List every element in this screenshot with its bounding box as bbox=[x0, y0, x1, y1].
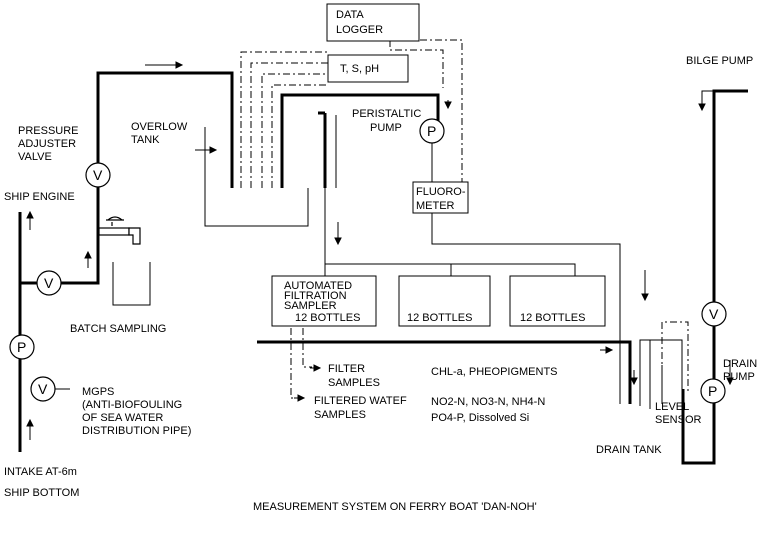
fluorometer-box bbox=[412, 181, 469, 214]
svg-text:V: V bbox=[93, 167, 103, 183]
data-logger-label-2: LOGGER bbox=[336, 24, 383, 36]
level-sensor-label-2: SENSOR bbox=[655, 414, 702, 426]
chl-label: CHL-a, PHEOPIGMENTS bbox=[431, 366, 558, 378]
sampler-feed-line bbox=[324, 188, 576, 278]
data-logger-label-1: DATA bbox=[336, 9, 364, 21]
filter-samples-label-2: SAMPLES bbox=[328, 377, 380, 389]
drain-tank-label: DRAIN TANK bbox=[596, 444, 662, 456]
filter-samples-label-1: FILTER bbox=[328, 363, 365, 375]
drain-tank bbox=[639, 339, 683, 409]
pump-drain: P bbox=[700, 378, 726, 404]
ship-engine-label: SHIP ENGINE bbox=[4, 191, 75, 203]
automated-sampler-box bbox=[271, 275, 377, 327]
drain-pump-pipe bbox=[681, 89, 748, 465]
level-sensor-label-1: LEVEL bbox=[655, 401, 689, 413]
intake-label: INTAKE AT-6m bbox=[4, 466, 77, 478]
filtered-water-line bbox=[302, 328, 312, 368]
filter-sample-line bbox=[290, 328, 303, 399]
diagram-title: MEASUREMENT SYSTEM ON FERRY BOAT 'DAN-NO… bbox=[253, 501, 537, 513]
mgps-label-2: (ANTI-BIOFOULING bbox=[82, 399, 182, 411]
pressure-label-1: PRESSURE bbox=[18, 125, 79, 137]
pressure-label-2: ADJUSTER bbox=[18, 138, 76, 150]
drain-pump-label-1: DRAIN bbox=[723, 358, 757, 370]
valve-mgps: V bbox=[30, 376, 56, 402]
bottles-box-2 bbox=[398, 275, 491, 327]
fluorometer-label-1: FLUORO- bbox=[416, 186, 466, 198]
data-logger-box bbox=[326, 3, 420, 42]
sampler-label-1: AUTOMATED bbox=[284, 280, 352, 292]
bottles-box-3 bbox=[509, 275, 606, 327]
tsph-label: T, S, pH bbox=[340, 63, 379, 75]
tsph-sensor-box bbox=[327, 54, 409, 83]
pump-peristaltic: P bbox=[419, 118, 445, 144]
fluorometer-outlet bbox=[431, 213, 621, 404]
batch-branch-pipe bbox=[20, 222, 100, 285]
bottles-label-2: 12 BOTTLES bbox=[407, 312, 472, 324]
valve-drain: V bbox=[701, 301, 727, 327]
overflow-label-1: OVERLOW bbox=[131, 121, 188, 133]
logger-signal-2 bbox=[389, 40, 444, 88]
supply-pipe bbox=[96, 71, 234, 222]
level-sensor-signal bbox=[661, 321, 689, 404]
filtered-water-label-2: SAMPLES bbox=[314, 409, 366, 421]
nutrients-label-2: PO4-P, Dissolved Si bbox=[431, 412, 529, 424]
sampler-bottles-label: 12 BOTTLES bbox=[295, 312, 360, 324]
faucet-icon bbox=[98, 216, 141, 245]
batch-sampling-label: BATCH SAMPLING bbox=[70, 323, 166, 335]
pressure-label-3: VALVE bbox=[18, 151, 52, 163]
fluorometer-label-2: METER bbox=[416, 200, 455, 212]
svg-text:V: V bbox=[38, 381, 48, 397]
mgps-label-1: MGPS bbox=[82, 386, 114, 398]
batch-bucket bbox=[112, 262, 151, 306]
sampler-label-2: FILTRATION bbox=[284, 290, 347, 302]
nutrients-label-1: NO2-N, NO3-N, NH4-N bbox=[431, 396, 545, 408]
drain-pump-label-2: PUMP bbox=[723, 371, 755, 383]
sampler-label-3: SAMPLER bbox=[284, 300, 337, 312]
valve-pressure-adjuster: V bbox=[85, 162, 111, 188]
bottles-label-3: 12 BOTTLES bbox=[520, 312, 585, 324]
pump-intake: P bbox=[9, 334, 35, 360]
svg-text:V: V bbox=[709, 306, 719, 322]
svg-text:V: V bbox=[44, 275, 54, 291]
sensor-signal-1 bbox=[240, 51, 328, 188]
overflow-inner-pipe bbox=[280, 93, 440, 188]
svg-text:P: P bbox=[708, 383, 717, 399]
svg-text:P: P bbox=[427, 123, 436, 139]
mgps-label-3: OF SEA WATER bbox=[82, 412, 163, 424]
sensor-signal-2 bbox=[250, 62, 328, 188]
peristaltic-label-2: PUMP bbox=[370, 122, 402, 134]
flow-arrows bbox=[26, 61, 734, 440]
overflow-label-2: TANK bbox=[131, 134, 160, 146]
filtered-water-label-1: FILTERED WATEF bbox=[314, 395, 407, 407]
peristaltic-label-1: PERISTALTIC bbox=[352, 108, 421, 120]
overflow-tank bbox=[204, 127, 309, 227]
ship-bottom-label: SHIP BOTTOM bbox=[4, 487, 79, 499]
svg-text:P: P bbox=[17, 339, 26, 355]
bilge-pump-label: BILGE PUMP bbox=[686, 55, 753, 67]
valve-batch: V bbox=[36, 270, 62, 296]
mgps-label-4: DISTRIBUTION PIPE) bbox=[82, 425, 191, 437]
main-drain-pipe bbox=[257, 340, 632, 404]
sensor-signal-4 bbox=[271, 84, 328, 188]
